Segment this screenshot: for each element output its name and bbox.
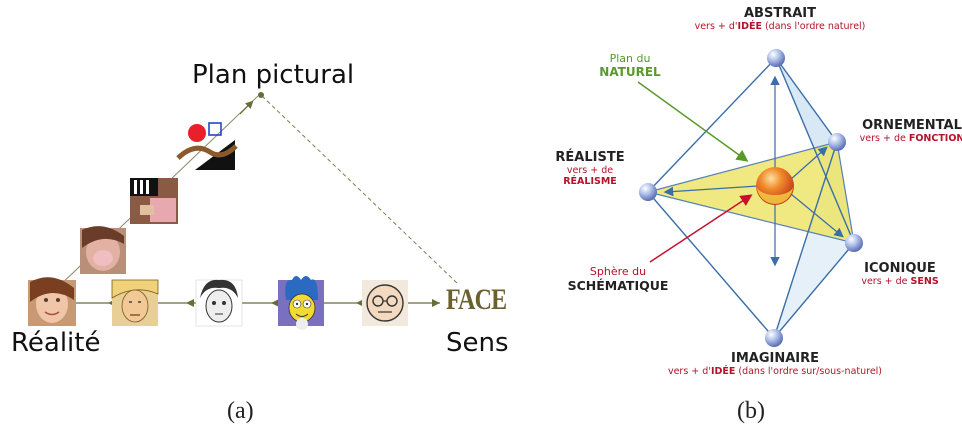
label-iconique-desc: vers + de SENS <box>861 276 939 287</box>
vertex-imaginaire <box>765 329 783 347</box>
label-realite: Réalité <box>11 328 101 358</box>
label-realiste-desc: vers + de RÉALISME <box>563 165 617 187</box>
face-photo-realite <box>28 277 76 326</box>
label-imaginaire-desc: vers + d'IDÉE (dans l'ordre sur/sous-nat… <box>667 366 883 377</box>
label-abstrait: ABSTRAIT <box>744 6 816 21</box>
face-abstract-fragmented <box>130 178 178 224</box>
label-sphere-group: Sphère du SCHÉMATIQUE <box>558 265 678 293</box>
face-simple-glasses <box>362 280 408 326</box>
face-comic-blond <box>111 279 159 326</box>
plane-naturel <box>647 141 855 244</box>
axis-picture-plane-sense <box>261 95 459 285</box>
panel-a-graphic <box>28 92 459 330</box>
label-sphere-du: Sphère du <box>589 265 647 278</box>
label-ornemental-group: ORNEMENTAL vers + de FONCTION <box>857 118 962 144</box>
panel-b-graphic <box>637 49 863 347</box>
label-iconique: ICONIQUE <box>864 261 936 276</box>
label-abstrait-group: ABSTRAIT vers + d'IDÉE (dans l'ordre nat… <box>650 6 910 32</box>
center-arrows <box>663 75 844 267</box>
label-ornemental: ORNEMENTAL <box>862 118 962 133</box>
label-abstrait-desc: vers + d'IDÉE (dans l'ordre naturel) <box>694 21 866 32</box>
pointer-plan-naturel <box>637 81 749 162</box>
label-plan-du: Plan du <box>609 52 651 65</box>
vertex-abstrait <box>767 49 785 67</box>
panel-a-scale-diagram: Plan pictural Réalité Sens FACE (a) <box>11 60 509 424</box>
caption-b: (b) <box>737 398 765 424</box>
vertex-iconique <box>845 234 863 252</box>
label-iconique-group: ICONIQUE vers + de SENS <box>850 261 950 287</box>
vertex-realiste <box>639 183 657 201</box>
abstract-shapes <box>176 122 238 170</box>
label-ornemental-desc: vers + de FONCTION <box>859 133 962 144</box>
caption-a: (a) <box>227 398 254 424</box>
label-sens: Sens <box>446 328 509 358</box>
face-comic-bw <box>195 279 243 327</box>
label-plan-pictural: Plan pictural <box>192 60 355 90</box>
picture-plane-dot <box>258 92 264 98</box>
panel-b-tetrahedron-diagram: ABSTRAIT vers + d'IDÉE (dans l'ordre nat… <box>520 0 962 430</box>
label-realiste: RÉALISTE <box>555 150 625 165</box>
face-cartoon-yellow <box>278 276 324 330</box>
tetrahedron-edges <box>647 57 855 339</box>
label-imaginaire: IMAGINAIRE <box>730 351 819 366</box>
label-naturel: NATUREL <box>599 65 661 79</box>
label-realiste-group: RÉALISTE vers + de RÉALISME <box>540 150 640 187</box>
label-imaginaire-group: IMAGINAIRE vers + d'IDÉE (dans l'ordre s… <box>630 351 920 377</box>
face-photo-blurred <box>80 226 126 274</box>
label-plan-naturel-group: Plan du NATUREL <box>580 52 680 79</box>
pointer-sphere-schematique <box>649 194 753 263</box>
label-schematique: SCHÉMATIQUE <box>567 278 669 293</box>
vertex-ornemental <box>828 133 846 151</box>
face-word: FACE <box>446 283 507 316</box>
